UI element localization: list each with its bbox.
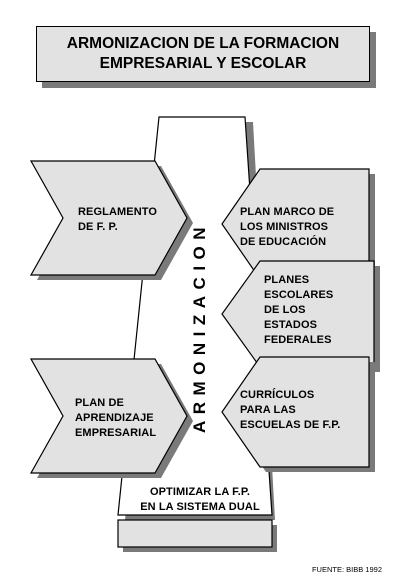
title-box: ARMONIZACION DE LA FORMACION EMPRESARIAL… (36, 26, 370, 82)
label-line: PLAN DE (75, 397, 124, 409)
left-arrow-2 (29, 358, 188, 474)
right-arrow-1-label: PLAN MARCO DE LOS MINISTROS DE EDUCACIÓN (240, 205, 334, 250)
label-line: DE F. P. (78, 221, 118, 233)
label-line: PLAN MARCO DE (240, 206, 335, 218)
label-line: FEDERALES (264, 334, 332, 346)
title-line-1: ARMONIZACION DE LA FORMACION (66, 35, 340, 52)
left-arrow-2-label: PLAN DE APRENDIZAJE EMPRESARIAL (75, 396, 156, 441)
label-line: REGLAMENTO (78, 206, 158, 218)
title-line-2: EMPRESARIAL Y ESCOLAR (99, 55, 307, 72)
goal-line-2: EN LA SISTEMA DUAL (140, 501, 260, 513)
right-arrow-3-label: CURRÍCULOS PARA LAS ESCUELAS DE F.P. (240, 388, 340, 433)
label-line: PARA LAS (240, 404, 296, 416)
label-line: CURRÍCULOS (240, 389, 315, 401)
goal-bar (117, 519, 273, 548)
label-line: DE EDUCACIÓN (240, 236, 327, 248)
goal-label: OPTIMIZAR LA F.P. EN LA SISTEMA DUAL (128, 485, 272, 515)
label-line: DE LOS (264, 304, 306, 316)
center-label-container: ARMONIZACION (188, 221, 212, 433)
right-arrow-3 (221, 356, 370, 468)
label-line: EMPRESARIAL (75, 427, 157, 439)
left-arrow-1 (29, 160, 188, 276)
center-label: ARMONIZACION (190, 220, 210, 434)
label-line: PLANES (264, 274, 310, 286)
label-line: ESTADOS (264, 319, 318, 331)
label-line: APRENDIZAJE (75, 412, 154, 424)
label-line: LOS MINISTROS (240, 221, 329, 233)
left-arrow-1-label: REGLAMENTO DE F. P. (78, 205, 157, 235)
right-arrow-2-label: PLANES ESCOLARES DE LOS ESTADOS FEDERALE… (264, 273, 333, 348)
label-line: ESCOLARES (264, 289, 334, 301)
source-note: FUENTE: BIBB 1992 (311, 565, 382, 574)
goal-line-1: OPTIMIZAR LA F.P. (149, 486, 251, 498)
label-line: ESCUELAS DE F.P. (240, 419, 341, 431)
